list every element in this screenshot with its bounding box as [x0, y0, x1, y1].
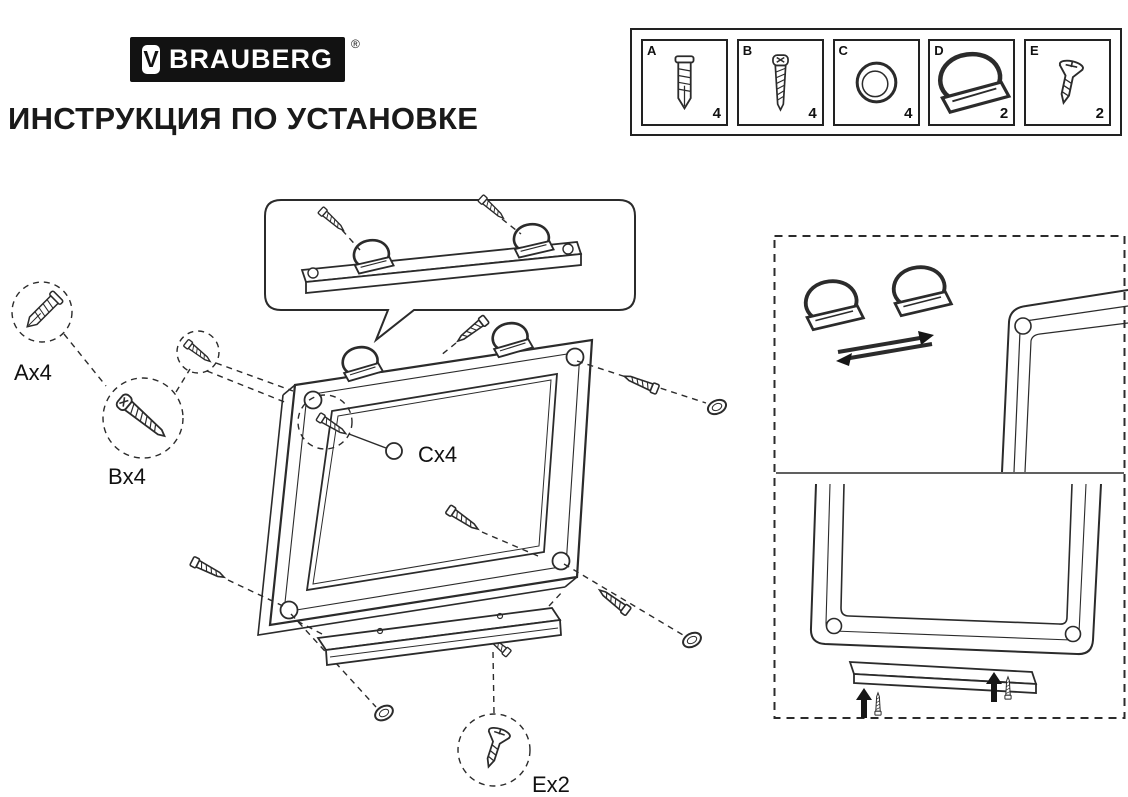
part-qty: 4 — [904, 104, 913, 122]
brand-name: BRAUBERG — [168, 44, 333, 74]
parts-list: A 4 B 4 C 4 D 2 — [630, 28, 1122, 136]
part-letter: B — [742, 42, 753, 58]
d-ring-hanger-icon — [889, 262, 954, 319]
part-cell-a: A 4 — [641, 38, 728, 126]
tray-mount-detail — [848, 661, 1038, 718]
screw-icon — [453, 314, 491, 346]
whiteboard-frame — [257, 318, 594, 636]
corner-cap — [551, 551, 571, 571]
frame-corner-detail — [1001, 289, 1128, 473]
callout-bubble — [264, 193, 636, 344]
screw-icon — [188, 555, 228, 583]
page-title: ИНСТРУКЦИЯ ПО УСТАНОВКЕ — [8, 101, 479, 136]
fastener-details: Ax4 Bx4 Cx4 Ex2 — [11, 281, 570, 797]
countersunk-screw-icon — [477, 724, 513, 772]
corner-cap-ring-icon — [855, 61, 897, 103]
corner-cap — [825, 617, 843, 635]
hanger-slide-detail — [801, 262, 954, 366]
up-arrow-icon — [856, 688, 872, 718]
top-frame-bar — [300, 241, 583, 294]
label-tray-screw-qty: Ex2 — [532, 772, 570, 797]
main-assembly-diagram: Ax4 Bx4 Cx4 Ex2 — [11, 193, 730, 797]
part-letter: D — [934, 42, 944, 58]
up-arrow-icon — [986, 672, 1002, 702]
corner-cap — [279, 600, 299, 620]
corner-cap — [1014, 317, 1032, 335]
part-qty: 4 — [808, 104, 817, 122]
wall-anchor-icon — [21, 289, 65, 333]
corner-cap — [303, 390, 323, 410]
part-cell-b: B 4 — [736, 38, 824, 126]
registered-trademark: ® — [351, 37, 360, 51]
part-cell-d: D 2 — [928, 38, 1016, 126]
part-qty: 2 — [999, 104, 1009, 122]
screw-icon — [113, 391, 171, 444]
mounting-screws — [188, 314, 730, 725]
label-screw-qty: Bx4 — [108, 464, 146, 489]
part-qty: 4 — [712, 104, 721, 122]
brauberg-check-icon: V — [142, 45, 160, 74]
part-cell-c: C 4 — [832, 38, 920, 126]
part-qty: 2 — [1095, 104, 1104, 122]
screw-icon — [874, 692, 882, 716]
part-letter: C — [838, 42, 848, 58]
label-cap-qty: Cx4 — [418, 442, 457, 467]
corner-cap-icon — [704, 396, 730, 418]
part-letter: E — [1030, 42, 1039, 58]
part-letter: A — [647, 42, 657, 58]
corner-cap-icon — [371, 701, 397, 725]
label-anchor-qty: Ax4 — [14, 360, 52, 385]
screw-icon — [621, 370, 661, 396]
part-cell-e: E 2 — [1024, 38, 1111, 126]
d-ring-hanger-icon — [801, 276, 866, 333]
corner-cap-icon — [679, 628, 705, 652]
screw-icon — [595, 585, 633, 617]
pen-tray — [296, 590, 564, 667]
detail-panel — [773, 235, 1128, 719]
brand-logo: V BRAUBERG — [130, 37, 345, 82]
board-bottom-detail — [809, 483, 1102, 656]
corner-cap-icon — [385, 442, 403, 460]
screw-icon — [182, 338, 214, 366]
slide-arrows-icon — [836, 331, 934, 366]
corner-cap — [1064, 625, 1082, 643]
